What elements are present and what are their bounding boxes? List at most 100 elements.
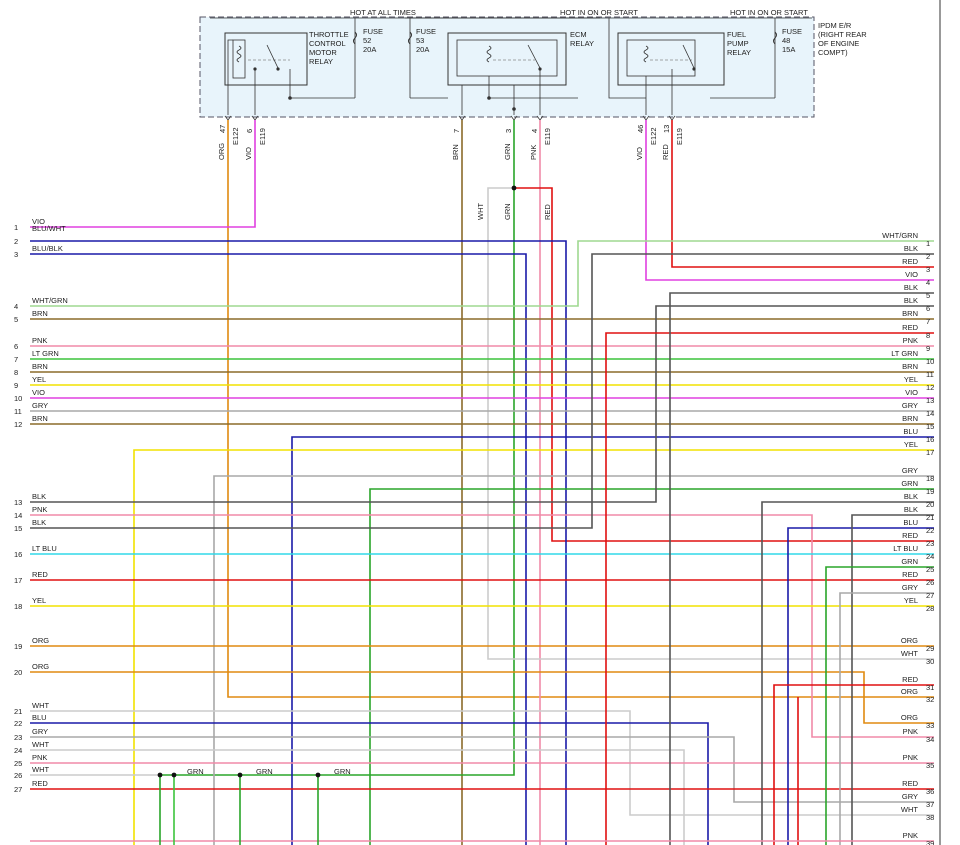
left-wire-color: VIO <box>32 217 45 226</box>
pin-number: 47 <box>218 125 227 133</box>
left-pin-number: 23 <box>14 733 22 742</box>
right-pin-number: 39 <box>926 839 934 845</box>
relay-label: RELAY <box>570 39 594 48</box>
wire-pnk-14 <box>30 514 934 738</box>
right-wire-color: BRN <box>902 309 918 318</box>
right-pin-number: 30 <box>926 657 934 666</box>
right-wire-color: BLU <box>903 518 918 527</box>
right-wire-color: ORG <box>901 636 918 645</box>
right-pin-number: 32 <box>926 695 934 704</box>
left-pin-number: 22 <box>14 719 22 728</box>
right-pin-number: 10 <box>926 357 934 366</box>
left-pin-number: 7 <box>14 355 18 364</box>
right-pin-number: 19 <box>926 487 934 496</box>
left-pin-number: 11 <box>14 407 22 416</box>
fuse-label: FUSE <box>782 27 802 36</box>
wire-gry-23 <box>30 736 934 803</box>
wire-blu-16 <box>291 436 934 845</box>
wire-grn-19 <box>369 488 934 845</box>
right-wire-color: PNK <box>903 336 918 345</box>
wire-blu-22r <box>787 527 934 845</box>
fuse-label: 20A <box>416 45 429 54</box>
left-wire-color: YEL <box>32 596 46 605</box>
fuel-pump-relay: FUEL PUMP RELAY <box>617 30 751 86</box>
right-wire-color: BRN <box>902 414 918 423</box>
connector-id: E119 <box>543 128 552 145</box>
left-wire-color: WHT <box>32 740 49 749</box>
left-wire-color: BLU/WHT <box>32 224 66 233</box>
left-pin-number: 18 <box>14 602 22 611</box>
left-pin-number: 3 <box>14 250 18 259</box>
splice-label: GRN <box>187 767 204 776</box>
left-pin-number: 12 <box>14 420 22 429</box>
right-pin-number: 29 <box>926 644 934 653</box>
wire-blk-13 <box>30 305 934 503</box>
fuse-label: 48 <box>782 36 790 45</box>
right-wire-color: WHT/GRN <box>882 231 918 240</box>
relay-label: FUEL <box>727 30 746 39</box>
ipdm-title-line: (RIGHT REAR <box>818 30 867 39</box>
right-wire-color: ORG <box>901 687 918 696</box>
left-wire-color: PNK <box>32 753 47 762</box>
right-wire-color: YEL <box>904 375 918 384</box>
left-pin-number: 5 <box>14 315 18 324</box>
splice-dot <box>237 772 243 778</box>
right-pin-number: 20 <box>926 500 934 509</box>
left-wire-color: BRN <box>32 362 48 371</box>
left-wire-color: WHT <box>32 701 49 710</box>
right-pin-number: 7 <box>926 317 930 326</box>
left-pin-number: 4 <box>14 302 18 311</box>
left-wire-color: ORG <box>32 662 49 671</box>
right-pin-number: 25 <box>926 565 934 574</box>
right-pin-number: 21 <box>926 513 934 522</box>
right-pin-number: 27 <box>926 591 934 600</box>
pin-wire-color: ORG <box>217 143 226 160</box>
pin-wire-color: GRN <box>503 143 512 160</box>
right-pin-number: 28 <box>926 604 934 613</box>
right-pin-number: 16 <box>926 435 934 444</box>
wire-wht-24 <box>30 749 685 845</box>
left-wire-color: GRY <box>32 401 48 410</box>
right-pin-number: 18 <box>926 474 934 483</box>
right-wire-color: BLK <box>904 296 918 305</box>
connector-id: E119 <box>675 128 684 145</box>
right-wire-color: VIO <box>905 270 918 279</box>
header-hot-in-on-or-start: HOT IN ON OR START <box>560 8 638 17</box>
right-pin-number: 12 <box>926 383 934 392</box>
left-pin-number: 1 <box>14 223 18 232</box>
relay-label: THROTTLE <box>309 30 349 39</box>
wire-gry-18 <box>213 475 934 845</box>
ipdm-box <box>199 16 815 118</box>
splice-group-upper: WHT GRN RED <box>476 203 552 220</box>
wire-org-ipdm-47 <box>227 120 934 698</box>
left-pin-number: 21 <box>14 707 22 716</box>
pin-wire-color: PNK <box>529 145 538 160</box>
ipdm-title-line: OF ENGINE <box>818 39 859 48</box>
right-pin-number: 6 <box>926 304 930 313</box>
right-pin-number: 8 <box>926 331 930 340</box>
ipdm-title-line: IPDM E/R <box>818 21 852 30</box>
left-wire-color: PNK <box>32 505 47 514</box>
wire-yel-17 <box>133 449 934 845</box>
splice-label: GRN <box>503 203 512 220</box>
splice-dot <box>157 772 163 778</box>
right-pin-number: 17 <box>926 448 934 457</box>
right-pin-number: 9 <box>926 344 930 353</box>
right-pin-number: 35 <box>926 761 934 770</box>
left-wire-color: WHT <box>32 765 49 774</box>
left-wire-color: WHT/GRN <box>32 296 68 305</box>
right-wire-color: BLK <box>904 505 918 514</box>
splice-dot <box>171 772 177 778</box>
right-pin-number: 22 <box>926 526 934 535</box>
right-wire-color: YEL <box>904 440 918 449</box>
left-pin-number: 9 <box>14 381 18 390</box>
relay-label: RELAY <box>309 57 333 66</box>
connector-id: E122 <box>231 127 240 145</box>
right-wire-color: GRN <box>901 557 918 566</box>
right-wire-color: RED <box>902 570 918 579</box>
left-pin-number: 26 <box>14 771 22 780</box>
left-wire-color: BLK <box>32 492 46 501</box>
